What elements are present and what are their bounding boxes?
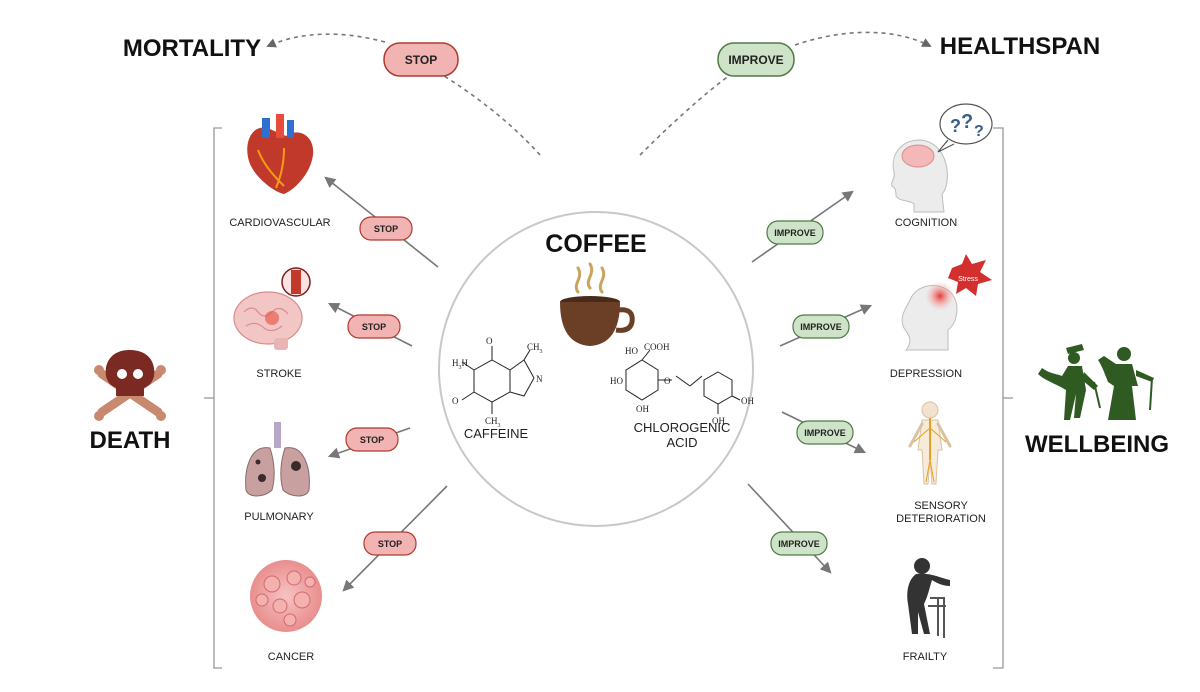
chlorogenic-label-line1: CHLOROGENIC bbox=[634, 420, 731, 435]
label-depression: DEPRESSION bbox=[890, 368, 962, 380]
label-frailty: FRAILTY bbox=[903, 651, 948, 663]
caffeine-structure-icon bbox=[461, 346, 535, 414]
nervous-system-icon bbox=[908, 401, 952, 485]
improve-label-cognition: IMPROVE bbox=[774, 228, 816, 238]
improve-pill-frailty: IMPROVE bbox=[770, 531, 828, 556]
cancer-cell-icon bbox=[250, 560, 322, 632]
stop-label-stroke: STOP bbox=[362, 322, 386, 332]
improve-pill-sensory: IMPROVE bbox=[796, 420, 854, 445]
stress-label: Stress bbox=[958, 276, 978, 283]
stop-label-pulmonary: STOP bbox=[360, 435, 384, 445]
head-question-icon: ? ? ? bbox=[891, 103, 993, 213]
label-sensory-line1: SENSORY bbox=[914, 500, 968, 512]
question-mark-3: ? bbox=[974, 123, 984, 140]
caffeine-h3c-label: H3H bbox=[452, 358, 469, 371]
ca-o-ester: O bbox=[664, 376, 671, 386]
wellbeing-title: WELLBEING bbox=[1025, 431, 1169, 458]
stop-pill-cardiovascular: STOP bbox=[359, 216, 413, 241]
coffee-cup-icon bbox=[560, 262, 635, 346]
improve-label-depression: IMPROVE bbox=[800, 322, 842, 332]
heart-icon bbox=[247, 114, 314, 194]
coffee-title: COFFEE bbox=[545, 230, 646, 258]
left-bracket bbox=[213, 127, 222, 669]
caffeine-ch3-bottom: CH3 bbox=[485, 416, 501, 429]
ca-cooh: COOH bbox=[644, 342, 670, 352]
label-sensory-line2: DETERIORATION bbox=[896, 513, 986, 525]
mortality-stop-label: STOP bbox=[405, 53, 437, 67]
arrow-frailty bbox=[747, 483, 832, 574]
healthspan-curve-lower bbox=[639, 64, 746, 156]
stop-pill-pulmonary: STOP bbox=[345, 427, 399, 452]
label-cardiovascular: CARDIOVASCULAR bbox=[229, 217, 330, 229]
ca-oh-lower: OH bbox=[712, 416, 725, 426]
lungs-icon bbox=[245, 422, 310, 497]
brain-stroke-icon bbox=[233, 267, 311, 350]
stop-label-cancer: STOP bbox=[378, 539, 402, 549]
death-title: DEATH bbox=[90, 427, 171, 454]
stop-label-cardiovascular: STOP bbox=[374, 224, 398, 234]
label-cognition: COGNITION bbox=[895, 217, 957, 229]
improve-pill-depression: IMPROVE bbox=[792, 314, 850, 339]
healthspan-improve-label: IMPROVE bbox=[728, 53, 783, 67]
healthspan-title: HEALTHSPAN bbox=[940, 33, 1100, 60]
ca-oh-bottom: OH bbox=[636, 404, 649, 414]
improve-pill-cognition: IMPROVE bbox=[766, 220, 824, 245]
coffee-circle bbox=[438, 211, 754, 527]
wellbeing-dancers-icon bbox=[1038, 344, 1154, 420]
caffeine-label: CAFFEINE bbox=[464, 426, 529, 441]
healthspan-improve-pill: IMPROVE bbox=[717, 42, 795, 77]
question-mark-2: ? bbox=[961, 111, 973, 133]
improve-label-frailty: IMPROVE bbox=[778, 539, 820, 549]
label-pulmonary: PULMONARY bbox=[244, 511, 314, 523]
ca-ho-top: HO bbox=[625, 346, 638, 356]
chlorogenic-acid-structure-icon bbox=[625, 349, 741, 414]
mortality-curve-arrow bbox=[266, 33, 386, 48]
stop-pill-cancer: STOP bbox=[363, 531, 417, 556]
ca-ho-left: HO bbox=[610, 376, 623, 386]
ca-oh-right: OH bbox=[741, 396, 754, 406]
caffeine-o-left: O bbox=[452, 396, 459, 406]
improve-label-sensory: IMPROVE bbox=[804, 428, 846, 438]
stop-pill-stroke: STOP bbox=[347, 314, 401, 339]
head-stress-icon: Stress bbox=[901, 254, 992, 351]
caffeine-ch3-top: CH3 bbox=[527, 342, 543, 355]
label-cancer: CANCER bbox=[268, 651, 315, 663]
mortality-stop-pill: STOP bbox=[383, 42, 459, 77]
label-stroke: STROKE bbox=[256, 368, 301, 380]
caffeine-o-top: O bbox=[486, 336, 493, 346]
healthspan-curve-arrow bbox=[794, 31, 932, 47]
right-bracket bbox=[993, 127, 1004, 669]
question-mark-1: ? bbox=[950, 116, 961, 136]
skull-crossbones-icon bbox=[94, 350, 166, 421]
caffeine-n-label: N bbox=[536, 374, 543, 384]
mortality-title: MORTALITY bbox=[123, 35, 261, 62]
elderly-walker-icon bbox=[907, 558, 950, 638]
chlorogenic-label-line2: ACID bbox=[666, 435, 697, 450]
